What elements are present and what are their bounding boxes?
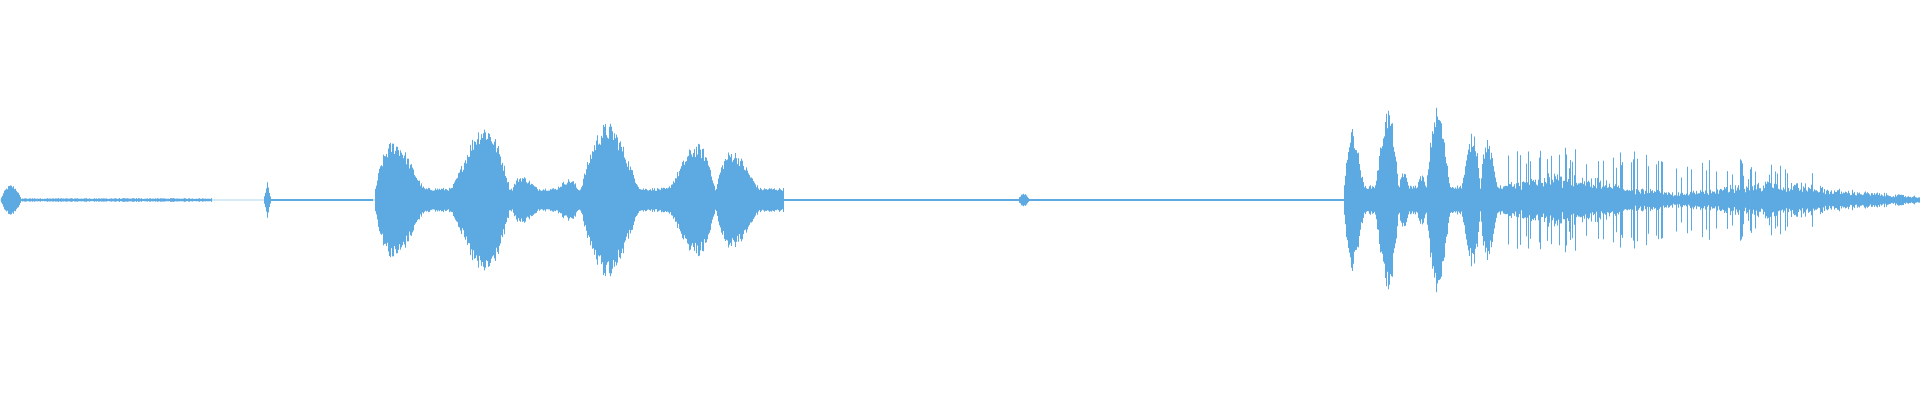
waveform-bars	[1, 107, 1920, 293]
